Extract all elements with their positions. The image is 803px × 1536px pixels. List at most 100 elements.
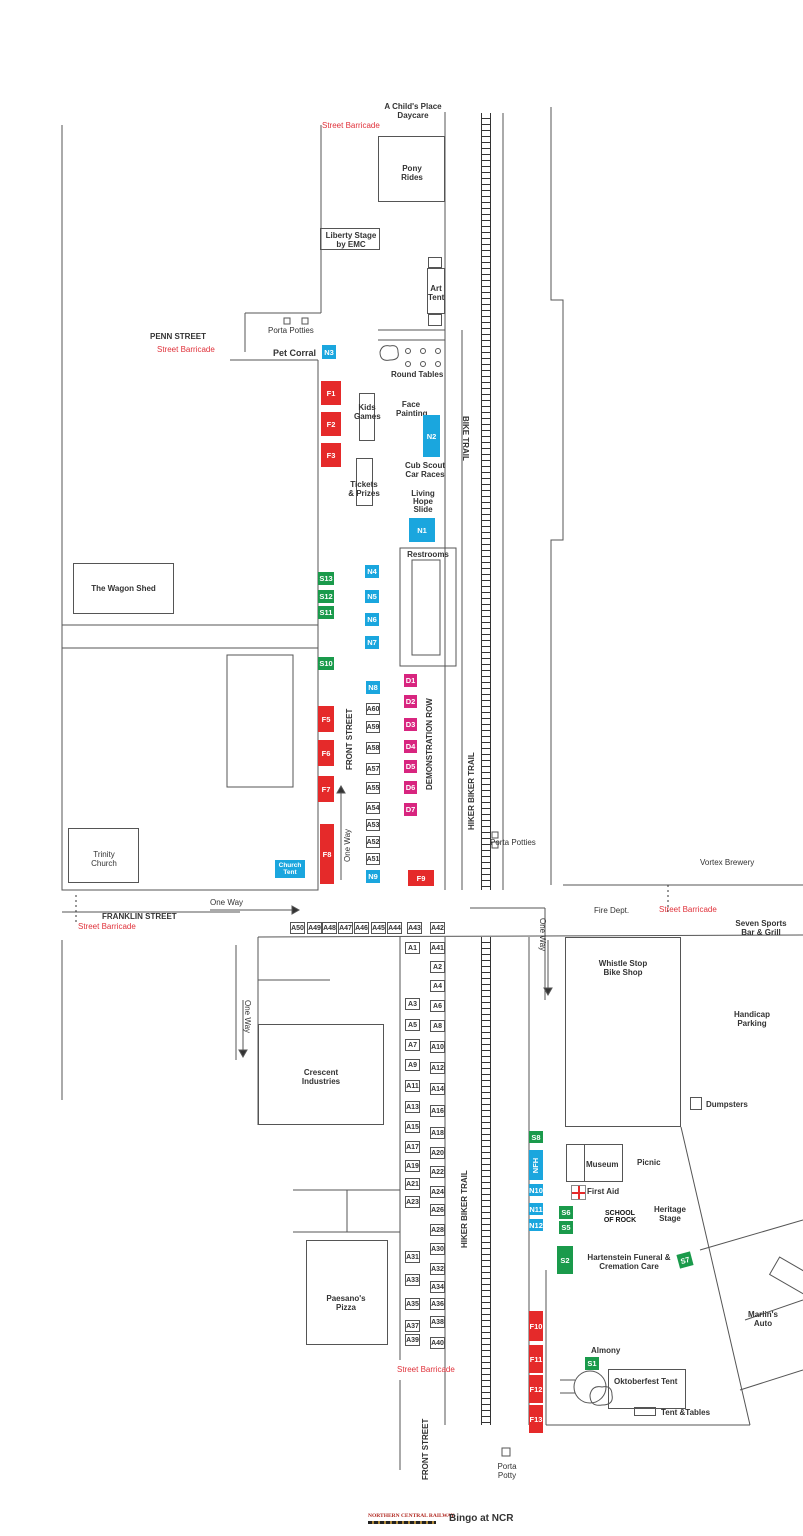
booth-s5[interactable]: S5	[559, 1221, 573, 1234]
booth-a58[interactable]: A58	[366, 742, 380, 754]
booth-a52[interactable]: A52	[366, 836, 380, 848]
booth-d7[interactable]: D7	[404, 803, 417, 816]
booth-a30[interactable]: A30	[430, 1243, 445, 1255]
booth-nfh[interactable]: NFH	[529, 1150, 543, 1180]
booth-a9[interactable]: A9	[405, 1059, 420, 1071]
booth-a12[interactable]: A12	[430, 1062, 445, 1074]
booth-n12[interactable]: N12	[529, 1219, 543, 1231]
booth-a32[interactable]: A32	[430, 1263, 445, 1275]
booth-n5[interactable]: N5	[365, 590, 379, 603]
booth-a51[interactable]: A51	[366, 853, 380, 865]
booth-n11[interactable]: N11	[529, 1203, 543, 1215]
booth-a17[interactable]: A17	[405, 1141, 420, 1153]
booth-d2[interactable]: D2	[404, 695, 417, 708]
booth-f12[interactable]: F12	[529, 1375, 543, 1403]
booth-s13[interactable]: S13	[318, 572, 334, 585]
booth-a33[interactable]: A33	[405, 1274, 420, 1286]
booth-a6[interactable]: A6	[430, 1000, 445, 1012]
booth-a41[interactable]: A41	[430, 942, 445, 954]
booth-s10[interactable]: S10	[318, 657, 334, 670]
booth-a3[interactable]: A3	[405, 998, 420, 1010]
booth-a38[interactable]: A38	[430, 1316, 445, 1328]
booth-f10[interactable]: F10	[529, 1311, 543, 1341]
booth-a40[interactable]: A40	[430, 1337, 445, 1349]
booth-f3[interactable]: F3	[321, 443, 341, 467]
booth-a28[interactable]: A28	[430, 1224, 445, 1236]
handicap-label: Handicap Parking	[733, 1010, 770, 1028]
booth-s2[interactable]: S2	[557, 1246, 573, 1274]
booth-a20[interactable]: A20	[430, 1147, 445, 1159]
booth-d3[interactable]: D3	[404, 718, 417, 731]
booth-d5[interactable]: D5	[404, 760, 417, 773]
booth-d6[interactable]: D6	[404, 781, 417, 794]
booth-a59[interactable]: A59	[366, 721, 380, 733]
booth-n2[interactable]: N2	[423, 415, 440, 457]
booth-f11[interactable]: F11	[529, 1345, 543, 1373]
booth-f8[interactable]: F8	[320, 824, 334, 884]
booth-n9[interactable]: N9	[366, 870, 380, 883]
booth-a34[interactable]: A34	[430, 1281, 445, 1293]
booth-a16[interactable]: A16	[430, 1105, 445, 1117]
booth-church-tent[interactable]: Church Tent	[275, 860, 305, 878]
booth-f5[interactable]: F5	[318, 706, 334, 732]
booth-f1[interactable]: F1	[321, 381, 341, 405]
booth-a44[interactable]: A44	[387, 922, 402, 934]
booth-a4[interactable]: A4	[430, 980, 445, 992]
booth-a60[interactable]: A60	[366, 703, 380, 715]
booth-a49[interactable]: A49	[307, 922, 322, 934]
booth-n4[interactable]: N4	[365, 565, 379, 578]
booth-d1[interactable]: D1	[404, 674, 417, 687]
booth-a14[interactable]: A14	[430, 1083, 445, 1095]
booth-a18[interactable]: A18	[430, 1127, 445, 1139]
booth-a48[interactable]: A48	[322, 922, 337, 934]
booth-s1[interactable]: S1	[585, 1357, 599, 1370]
booth-n3[interactable]: N3	[322, 345, 336, 359]
booth-a53[interactable]: A53	[366, 819, 380, 831]
booth-a43[interactable]: A43	[407, 922, 422, 934]
booth-d4[interactable]: D4	[404, 740, 417, 753]
booth-f2[interactable]: F2	[321, 412, 341, 436]
booth-f6[interactable]: F6	[318, 740, 334, 766]
booth-f13[interactable]: F13	[529, 1405, 543, 1433]
booth-n7[interactable]: N7	[365, 636, 379, 649]
booth-a11[interactable]: A11	[405, 1080, 420, 1092]
picnic-label: Picnic	[637, 1158, 661, 1167]
booth-s12[interactable]: S12	[318, 590, 334, 603]
booth-a1[interactable]: A1	[405, 942, 420, 954]
booth-f9[interactable]: F9	[408, 870, 434, 886]
booth-a23[interactable]: A23	[405, 1196, 420, 1208]
booth-a54[interactable]: A54	[366, 802, 380, 814]
booth-a37[interactable]: A37	[405, 1320, 420, 1332]
booth-a19[interactable]: A19	[405, 1160, 420, 1172]
booth-a42[interactable]: A42	[430, 922, 445, 934]
booth-n6[interactable]: N6	[365, 613, 379, 626]
booth-a31[interactable]: A31	[405, 1251, 420, 1263]
booth-a36[interactable]: A36	[430, 1298, 445, 1310]
booth-a45[interactable]: A45	[371, 922, 386, 934]
booth-a26[interactable]: A26	[430, 1204, 445, 1216]
booth-a21[interactable]: A21	[405, 1178, 420, 1190]
booth-n10[interactable]: N10	[529, 1184, 543, 1196]
booth-a22[interactable]: A22	[430, 1166, 445, 1178]
booth-n8[interactable]: N8	[366, 681, 380, 694]
booth-a2[interactable]: A2	[430, 961, 445, 973]
booth-a5[interactable]: A5	[405, 1019, 420, 1031]
booth-a57[interactable]: A57	[366, 763, 380, 775]
booth-s11[interactable]: S11	[318, 606, 334, 619]
booth-a47[interactable]: A47	[338, 922, 353, 934]
booth-a10[interactable]: A10	[430, 1041, 445, 1053]
booth-s8[interactable]: S8	[529, 1131, 543, 1143]
booth-f7[interactable]: F7	[318, 776, 334, 802]
booth-a39[interactable]: A39	[405, 1334, 420, 1346]
booth-a50[interactable]: A50	[290, 922, 305, 934]
booth-a35[interactable]: A35	[405, 1298, 420, 1310]
booth-s6[interactable]: S6	[559, 1206, 573, 1219]
booth-a7[interactable]: A7	[405, 1039, 420, 1051]
booth-a13[interactable]: A13	[405, 1101, 420, 1113]
booth-a15[interactable]: A15	[405, 1121, 420, 1133]
booth-a8[interactable]: A8	[430, 1020, 445, 1032]
booth-a24[interactable]: A24	[430, 1186, 445, 1198]
booth-a55[interactable]: A55	[366, 782, 380, 794]
booth-n1[interactable]: N1	[409, 518, 435, 542]
booth-a46[interactable]: A46	[354, 922, 369, 934]
